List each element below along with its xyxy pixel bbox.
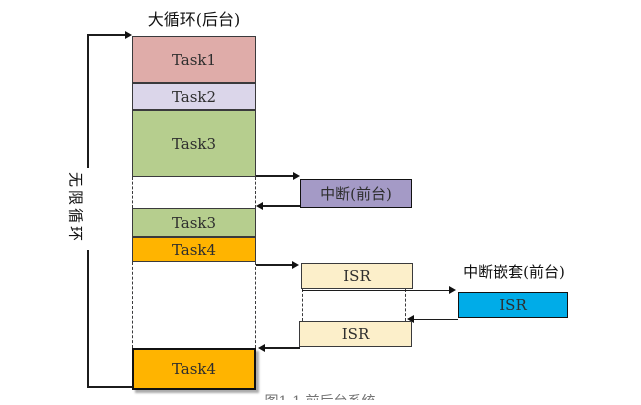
task3-box: Task3 — [132, 110, 256, 177]
task4-box: Task4 — [132, 237, 256, 262]
isr-gap-right-dashed-line — [405, 289, 406, 321]
gap2-right-dashed-line — [255, 262, 256, 348]
isr-return-line — [265, 347, 300, 349]
isr1-box: ISR — [301, 263, 413, 289]
interrupt-return-line — [263, 205, 300, 207]
nested-call-arrowhead-icon — [449, 286, 456, 294]
loop-arrowhead-icon — [125, 30, 132, 39]
isr-return-arrowhead-icon — [258, 343, 265, 352]
task3-resume-box: Task3 — [132, 208, 256, 237]
task4-resume-box: Task4 — [132, 348, 256, 390]
task4-label: Task4 — [171, 240, 217, 259]
nested-return-arrowhead-icon — [407, 315, 414, 323]
interrupt-return-arrowhead-icon — [256, 201, 263, 210]
loop-top-line — [87, 34, 126, 36]
task2-box: Task2 — [132, 83, 256, 110]
interrupt-call-arrowhead-icon — [293, 171, 300, 180]
interrupt-box: 中断(前台) — [300, 179, 412, 208]
interrupt-label: 中断(前台) — [320, 185, 392, 203]
isr-gap-left-dashed-line — [302, 289, 303, 321]
task3-resume-label: Task3 — [171, 213, 217, 232]
gap2-left-dashed-line — [132, 262, 133, 348]
nested-return-line — [414, 318, 458, 320]
nested-interrupt-title: 中断嵌套(前台) — [463, 263, 565, 281]
task4-resume-label: Task4 — [171, 360, 217, 378]
isr-call-line — [256, 264, 293, 266]
isr2-label: ISR — [341, 325, 370, 343]
nested-isr-label: ISR — [499, 296, 527, 314]
task3-label: Task3 — [171, 134, 217, 153]
interrupt-call-line — [256, 175, 294, 177]
loop-bottom-line — [87, 386, 133, 388]
isr1-label: ISR — [343, 267, 371, 285]
loop-vertical-line-lower — [87, 250, 89, 387]
gap1-left-dashed-line — [132, 177, 133, 208]
isr-call-arrowhead-icon — [292, 260, 299, 269]
nested-isr-box: ISR — [458, 292, 568, 318]
main-loop-title: 大循环(后台) — [147, 10, 241, 29]
figure-caption-clipped: 图1-1 前后台系统 — [170, 394, 470, 400]
task2-label: Task2 — [171, 87, 217, 106]
infinite-loop-label: 无限循环 — [66, 171, 85, 245]
task1-label: Task1 — [171, 50, 217, 69]
task1-box: Task1 — [132, 36, 256, 83]
loop-vertical-line-upper — [87, 34, 89, 168]
nested-call-line — [302, 289, 450, 291]
gap1-right-dashed-line — [255, 177, 256, 208]
isr2-box: ISR — [299, 321, 412, 347]
